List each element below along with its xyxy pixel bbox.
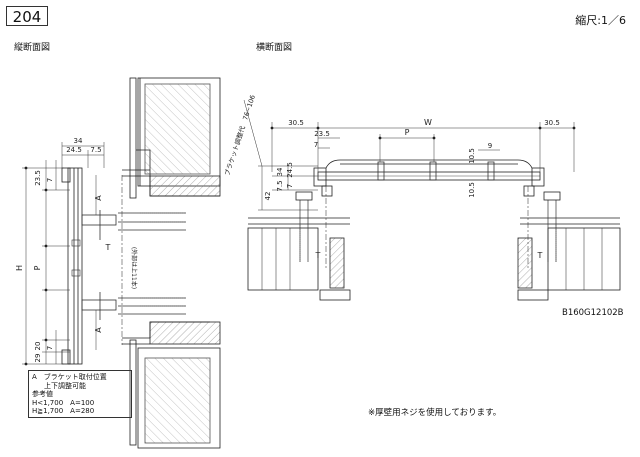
dim-42: 42: [264, 192, 272, 201]
note-line-1: A ブラケット取付位置: [32, 373, 107, 381]
dim-left-7-top: 7: [46, 178, 54, 182]
note-reference-label: 参考値: [32, 390, 53, 399]
dim-a-top: A: [94, 195, 103, 201]
dim-7-b: 7: [286, 184, 294, 188]
dim-24-5: 24.5: [286, 162, 294, 178]
note-reference-row-2: H≧1,700 A=280: [32, 407, 95, 416]
thickness-left: T: [315, 251, 321, 260]
dim-10-5-b: 10.5: [468, 182, 476, 198]
note-reference-row-1: H<1,700 A=100: [32, 398, 95, 407]
dim-7: 7: [314, 141, 318, 149]
thickness-vertical: T: [105, 243, 111, 252]
scale-label: 縮尺:1／6: [575, 14, 626, 27]
dim-pitch: P: [33, 265, 42, 270]
bracket-note-box: A ブラケット取付位置 上下調整可能 参考値 H<1,700 A=100 H≧1…: [28, 370, 132, 418]
dim-23-5: 23.5: [314, 130, 330, 138]
dim-top-a: 24.5: [66, 146, 82, 154]
vertical-section: [22, 77, 221, 449]
horizontal-section: [243, 99, 621, 301]
bracket-adjust-note: ブラケット調整代 76~106: [222, 94, 257, 177]
dim-34: 34: [276, 167, 284, 176]
dim-left-30-5: 30.5: [288, 119, 304, 127]
footnote: ※厚壁用ネジを使用しております。: [368, 408, 502, 418]
dim-left-7-bottom: 7: [46, 346, 54, 350]
fastening-note: (外部は上11本): [130, 247, 138, 289]
dim-pitch-h: P: [405, 128, 410, 137]
dim-10-5-a: 10.5: [468, 148, 476, 164]
dim-left-top: 23.5: [34, 170, 42, 186]
drawing-code: B160G12102B: [562, 308, 624, 318]
thickness-right: T: [537, 251, 543, 260]
vertical-section-title: 縦断面図: [14, 43, 51, 53]
dim-height: H: [15, 265, 24, 271]
horizontal-section-title: 横断面図: [256, 43, 293, 53]
dim-width: W: [424, 118, 432, 127]
dim-top-total: 34: [74, 137, 83, 145]
dim-7-5: 7.5: [276, 180, 284, 191]
dim-9: 9: [488, 142, 492, 150]
dim-left-20: 20: [34, 342, 42, 351]
dim-left-29: 29: [34, 354, 42, 363]
dim-right-30-5: 30.5: [544, 119, 560, 127]
page-number-badge: 204: [6, 6, 48, 26]
dim-a-bottom: A: [94, 327, 103, 333]
dim-top-b: 7.5: [90, 146, 101, 154]
note-line-2: 上下調整可能: [44, 381, 86, 390]
